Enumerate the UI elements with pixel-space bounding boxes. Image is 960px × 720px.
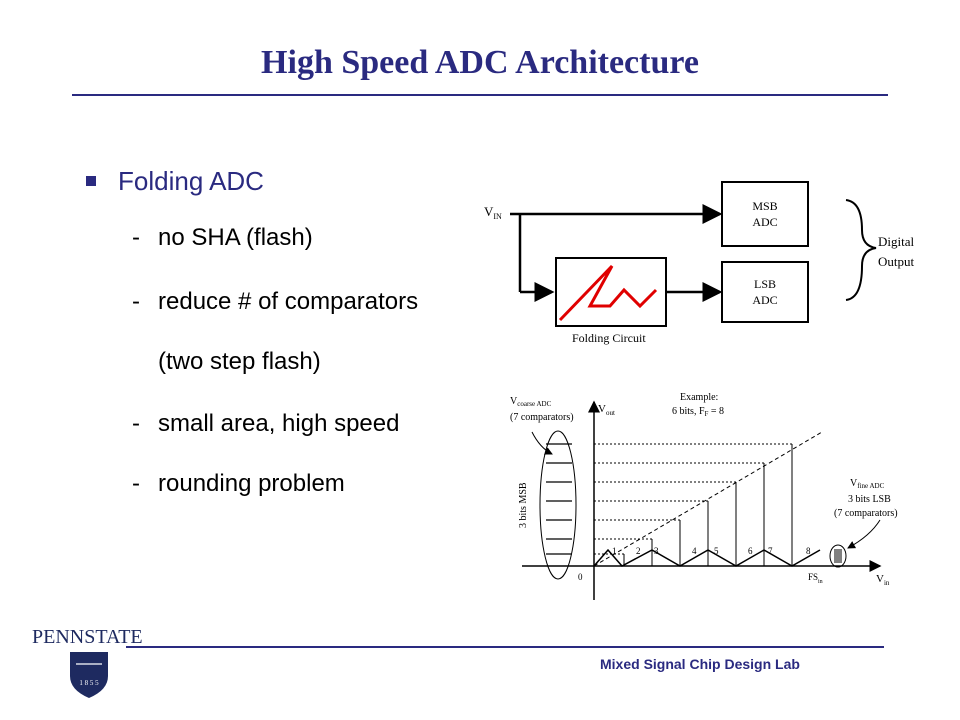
pennstate-wordmark: PENNSTATE — [32, 626, 143, 648]
subpoint-2-text: reduce # of comparators — [158, 288, 419, 315]
fine-comparator-ticks — [834, 549, 842, 563]
example-label: Example: — [680, 392, 718, 403]
output-brace — [845, 199, 877, 301]
coarse-comparators-label: (7 comparators) — [510, 412, 574, 423]
fine-comparators-label: (7 comparators) — [834, 508, 898, 519]
coarse-pointer-arrow — [531, 431, 553, 455]
origin-label: 0 — [578, 572, 583, 582]
subpoint-4-text: rounding problem — [158, 470, 345, 497]
segment-number: 1 — [612, 546, 617, 556]
digital-output-label-2: Output — [878, 254, 915, 269]
level-lines — [594, 443, 792, 555]
pennstate-logo: 1 8 5 5 — [70, 652, 108, 698]
bullet-square-icon — [86, 176, 96, 186]
folding-waveform-icon — [558, 264, 658, 322]
vin-plot-label: Vin — [876, 573, 890, 587]
segment-number: 3 — [654, 546, 659, 556]
digital-output-label-1: Digital — [878, 234, 914, 249]
lsb-adc-label-2: ADC — [752, 293, 777, 307]
fine-adc-label: Vfine ADC — [850, 478, 885, 490]
subpoint-2: -reduce # of comparators — [132, 288, 419, 315]
msb-adc-box — [721, 181, 809, 247]
title-divider — [72, 94, 888, 96]
subpoint-3: -small area, high speed — [132, 410, 400, 437]
fs-label: FSin — [808, 572, 823, 585]
segment-number: 6 — [748, 546, 753, 556]
coarse-comparators-ellipse — [539, 430, 577, 580]
subpoint-1: -no SHA (flash) — [132, 224, 313, 251]
vout-label: Vout — [598, 403, 615, 417]
lsb-adc-label-1: LSB — [754, 277, 776, 291]
footer-divider — [126, 646, 884, 648]
shield-icon — [70, 652, 108, 698]
subpoint-3-text: small area, high speed — [158, 410, 400, 437]
ideal-ramp-line — [593, 431, 823, 567]
segment-number: 7 — [768, 546, 773, 556]
msb-adc-label-1: MSB — [752, 199, 777, 213]
fine-bits-label: 3 bits LSB — [848, 494, 891, 505]
example-spec-label: 6 bits, FF = 8 — [672, 406, 724, 418]
step-verticals — [623, 444, 793, 566]
subpoint-2-continuation: (two step flash) — [158, 348, 321, 375]
fine-pointer-arrow — [847, 519, 881, 549]
transfer-plot: Vout 0 FSin Vin 1 2 — [510, 392, 898, 600]
fine-comparators-ellipse — [829, 544, 847, 568]
coarse-adc-label: Vcoarse ADC — [510, 396, 552, 408]
slide-title: High Speed ADC Architecture — [261, 44, 699, 81]
subpoint-1-text: no SHA (flash) — [158, 224, 313, 251]
subpoint-4: -rounding problem — [132, 470, 345, 497]
folding-circuit-label: Folding Circuit — [572, 331, 646, 345]
segment-number: 4 — [692, 546, 697, 556]
block-diagram: VIN Folding Circuit MSB ADC LSB ADC Digi… — [484, 181, 915, 345]
logo-year: 1 8 5 5 — [79, 679, 99, 687]
coarse-comparator-ticks — [546, 443, 572, 555]
lsb-adc-box — [721, 261, 809, 323]
footer-lab-name: Mixed Signal Chip Design Lab — [600, 656, 800, 672]
segment-number: 8 — [806, 546, 811, 556]
vin-label: VIN — [484, 204, 502, 221]
msb-bits-label: 3 bits MSB — [518, 482, 529, 528]
segment-number: 5 — [714, 546, 719, 556]
msb-adc-label-2: ADC — [752, 215, 777, 229]
folded-signal — [593, 548, 821, 567]
segment-number: 2 — [636, 546, 641, 556]
main-bullet-text: Folding ADC — [118, 166, 264, 196]
